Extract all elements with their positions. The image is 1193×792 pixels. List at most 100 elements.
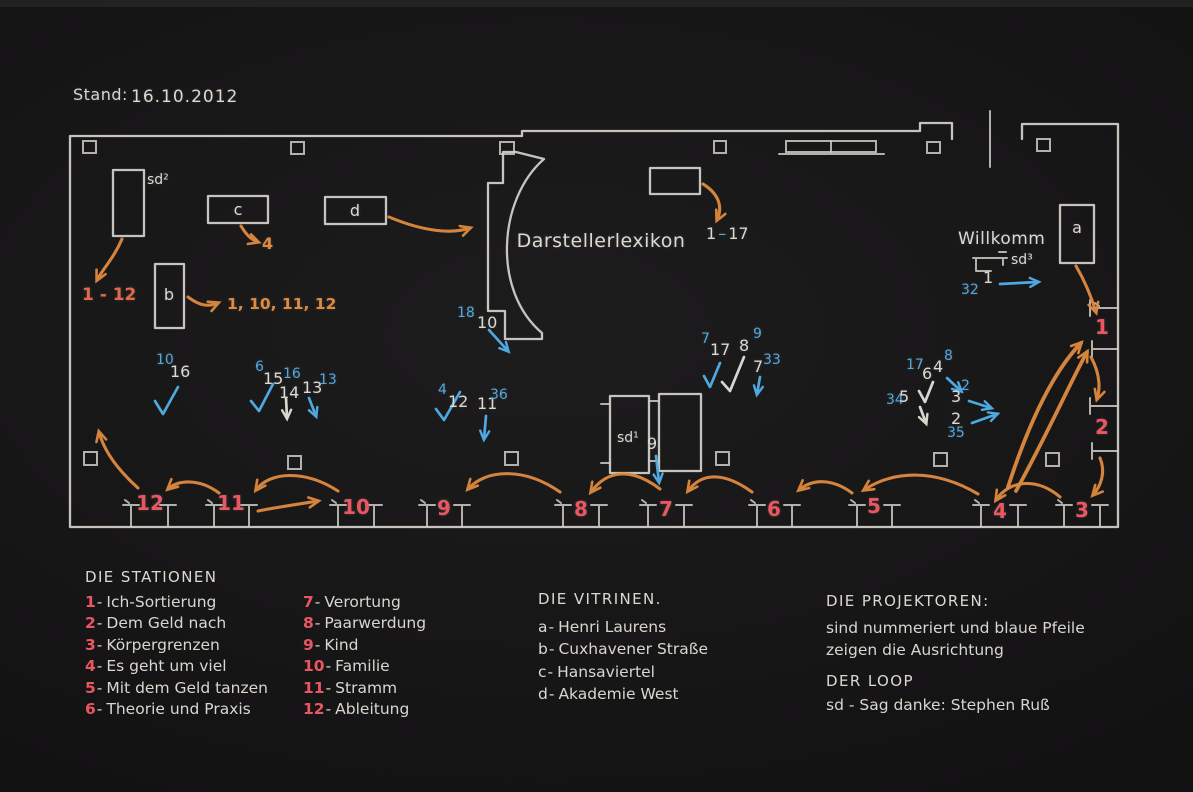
- vitrine-key: b: [538, 640, 548, 659]
- station-number: 2: [85, 614, 96, 633]
- vitrine-c-rect: [206, 194, 270, 225]
- projector-mark: 13: [302, 378, 323, 397]
- projector-mark: 16: [170, 362, 191, 381]
- vitrine-label: Henri Laurens: [558, 618, 667, 636]
- legend-stations-col2: 7-Verortung 8-Paarwerdung 9-Kind 10-Fami…: [303, 592, 426, 720]
- vitrine-key: c: [538, 662, 547, 681]
- separator: -: [325, 678, 332, 697]
- station-number: 7: [303, 593, 314, 611]
- station-label: Familie: [335, 657, 390, 676]
- station-7: 7: [659, 497, 673, 521]
- station-label: Körpergrenzen: [106, 635, 220, 654]
- station-number: 8: [303, 614, 314, 633]
- station-3: 3: [1075, 498, 1089, 522]
- vitrine-b-rect: [153, 262, 186, 330]
- note-range-1-12: 1 - 12: [82, 285, 137, 305]
- legend-loop-title: DER LOOP: [826, 672, 914, 690]
- note-1-17-to: 17: [728, 224, 749, 243]
- station-legend-row: 9-Kind: [303, 635, 426, 656]
- darstellerlexikon-screen: [486, 150, 546, 341]
- projector-mark: 2: [961, 378, 970, 394]
- separator: -: [314, 635, 321, 654]
- projector-stands: [122, 299, 1119, 527]
- vitrine-d-label: d: [349, 201, 361, 220]
- stand-date: 16.10.2012: [131, 87, 239, 107]
- projector-mark: 35: [947, 425, 965, 441]
- projector-mark: 2: [951, 409, 962, 428]
- station-4: 4: [993, 499, 1007, 523]
- projector-mark: 34: [886, 392, 904, 408]
- separator: -: [548, 618, 555, 636]
- station-label: Stramm: [335, 678, 398, 697]
- station-9: 9: [437, 496, 451, 520]
- station-legend-row: 2-Dem Geld nach: [85, 613, 268, 634]
- separator: -: [314, 614, 321, 633]
- projector-mark: 3: [951, 387, 962, 406]
- station-label: Theorie und Praxis: [106, 700, 251, 719]
- vitrine-label: Cuxhavener Straße: [558, 640, 709, 659]
- projector-mark: 11: [477, 394, 498, 413]
- station-number: 11: [303, 678, 325, 697]
- station-2: 2: [1095, 415, 1109, 439]
- separator: -: [96, 614, 103, 633]
- projector-mark: 36: [490, 387, 508, 403]
- separator: -: [314, 593, 321, 611]
- vitrine-legend-row: d-Akademie West: [538, 683, 708, 705]
- room-label-darstellerlexikon: Darstellerlexikon: [516, 230, 686, 252]
- separator: -: [96, 678, 103, 697]
- projector-mark: 12: [448, 392, 469, 411]
- separator: -: [548, 685, 555, 704]
- station-legend-row: 8-Paarwerdung: [303, 613, 426, 634]
- projector-mark: 17: [906, 357, 924, 373]
- separator: -: [96, 635, 103, 654]
- separator: -: [96, 700, 103, 719]
- vitrine-a-label: a: [1072, 218, 1082, 237]
- vitrine-c-label: c: [233, 200, 243, 219]
- vitrine-d-rect: [323, 195, 388, 226]
- projector-mark: 33: [763, 352, 781, 368]
- note-1-17-from: 1: [706, 224, 717, 243]
- vitrine-legend-row: c-Hansaviertel: [538, 661, 708, 683]
- station-label: Kind: [324, 635, 359, 654]
- station-number: 4: [85, 657, 96, 676]
- station-legend-row: 7-Verortung: [303, 592, 426, 613]
- projector-mark: 5: [899, 387, 910, 406]
- vitrine-legend-row: b-Cuxhavener Straße: [538, 638, 708, 660]
- vitrine-label: Akademie West: [558, 685, 679, 704]
- walls: [68, 110, 1120, 529]
- projektoren-line: sind nummeriert und blaue Pfeile: [826, 619, 1085, 637]
- separator: -: [96, 593, 103, 611]
- station-label: Ich-Sortierung: [106, 593, 217, 611]
- separator: -: [547, 662, 554, 681]
- photo-edge: [0, 0, 1193, 7]
- sd3-table: [972, 251, 1008, 272]
- legend-stations: DIE STATIONEN 1-Ich-Sortierung 2-Dem Gel…: [85, 568, 268, 720]
- station-11: 11: [217, 491, 245, 515]
- sd2-rect: [111, 168, 146, 238]
- separator: -: [548, 640, 555, 659]
- vitrine-legend-row: a-Henri Laurens: [538, 616, 708, 638]
- sd1-label: sd¹: [617, 430, 639, 446]
- white-projector-arrows: [280, 355, 935, 427]
- vitrine-key: d: [538, 685, 548, 704]
- projector-mark: 4: [438, 382, 447, 398]
- station-number: 12: [303, 700, 325, 719]
- vitrine-b-label: b: [163, 285, 175, 304]
- sd2-label: sd²: [147, 172, 169, 188]
- note-c-4: 4: [262, 234, 274, 253]
- station-label: Paarwerdung: [324, 614, 427, 633]
- projector-mark: 8: [739, 336, 750, 355]
- station-number: 6: [85, 700, 96, 719]
- vitrine-key: a: [538, 618, 548, 636]
- station-number: 5: [85, 678, 96, 697]
- legend-stations-title: DIE STATIONEN: [85, 568, 218, 586]
- vitrine-a-rect: [1058, 203, 1096, 265]
- station-label: Verortung: [324, 593, 401, 611]
- separator: -: [325, 700, 332, 719]
- legend-projektoren-title: DIE PROJEKTOREN:: [826, 592, 990, 610]
- station-legend-row: 12-Ableitung: [303, 699, 426, 720]
- station-legend-row: 10-Familie: [303, 656, 426, 677]
- legend-loop: DER LOOP sd - Sag danke: Stephen Ruß: [826, 672, 1050, 716]
- station-1: 1: [1095, 315, 1109, 339]
